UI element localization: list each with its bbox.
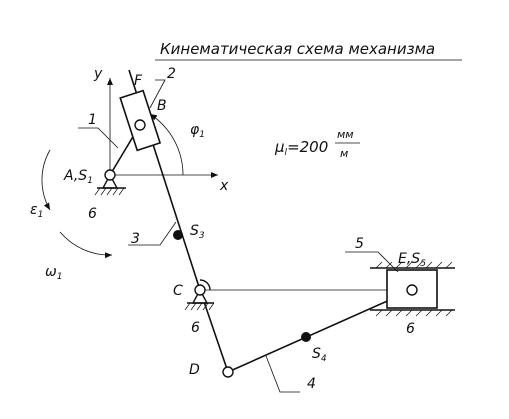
slider-5-guides bbox=[370, 261, 455, 317]
phi-angle-arc bbox=[149, 113, 184, 176]
leader-link-1 bbox=[78, 127, 119, 149]
point-c-label: C bbox=[173, 283, 183, 299]
point-s3-label: S3 bbox=[190, 223, 205, 241]
leader-link-3 bbox=[128, 221, 177, 246]
frame-support-c bbox=[184, 279, 215, 311]
y-axis-label: y bbox=[93, 66, 103, 82]
link-4-connecting-rod bbox=[227, 289, 413, 373]
phi-label: φ1 bbox=[190, 122, 205, 140]
leader-link-2 bbox=[149, 79, 166, 109]
link-4-number: 4 bbox=[307, 376, 316, 392]
omega-arrow bbox=[59, 231, 113, 259]
x-axis-label: x bbox=[219, 178, 229, 194]
joint-e bbox=[406, 284, 418, 296]
point-d-label: D bbox=[189, 362, 200, 378]
scale-denominator: м bbox=[340, 147, 348, 160]
leader-link-5 bbox=[345, 251, 399, 273]
point-a-label: A,S1 bbox=[63, 168, 93, 186]
mass-center-s3 bbox=[173, 230, 183, 240]
epsilon-arrow bbox=[41, 149, 51, 211]
mass-center-s4 bbox=[301, 332, 311, 342]
frame-support-a bbox=[94, 173, 126, 196]
link-1-number: 1 bbox=[88, 112, 97, 128]
omega-label: ω1 bbox=[45, 264, 62, 282]
scale-annotation: μl=200 мм м bbox=[274, 128, 360, 160]
link-2-number: 2 bbox=[167, 66, 176, 82]
joint-d bbox=[222, 366, 234, 378]
frame-number-c: 6 bbox=[191, 320, 200, 336]
link-3-number: 3 bbox=[131, 231, 140, 247]
joint-a bbox=[104, 169, 116, 181]
joint-b bbox=[134, 119, 146, 131]
point-b-label: B bbox=[157, 98, 167, 114]
diagram-title: Кинематическая схема механизма bbox=[160, 40, 435, 58]
scale-label: μl=200 bbox=[274, 138, 328, 158]
link-5-number: 5 bbox=[355, 236, 364, 252]
point-s4-label: S4 bbox=[312, 346, 327, 364]
frame-number-e: 6 bbox=[406, 321, 415, 337]
joint-c bbox=[194, 284, 206, 296]
point-e-label: E,S5 bbox=[398, 251, 426, 269]
scale-numerator: мм bbox=[337, 128, 354, 141]
point-f-label: F bbox=[134, 73, 143, 89]
leader-link-4 bbox=[265, 355, 300, 393]
frame-number-a: 6 bbox=[88, 206, 97, 222]
epsilon-label: ε1 bbox=[30, 202, 43, 220]
